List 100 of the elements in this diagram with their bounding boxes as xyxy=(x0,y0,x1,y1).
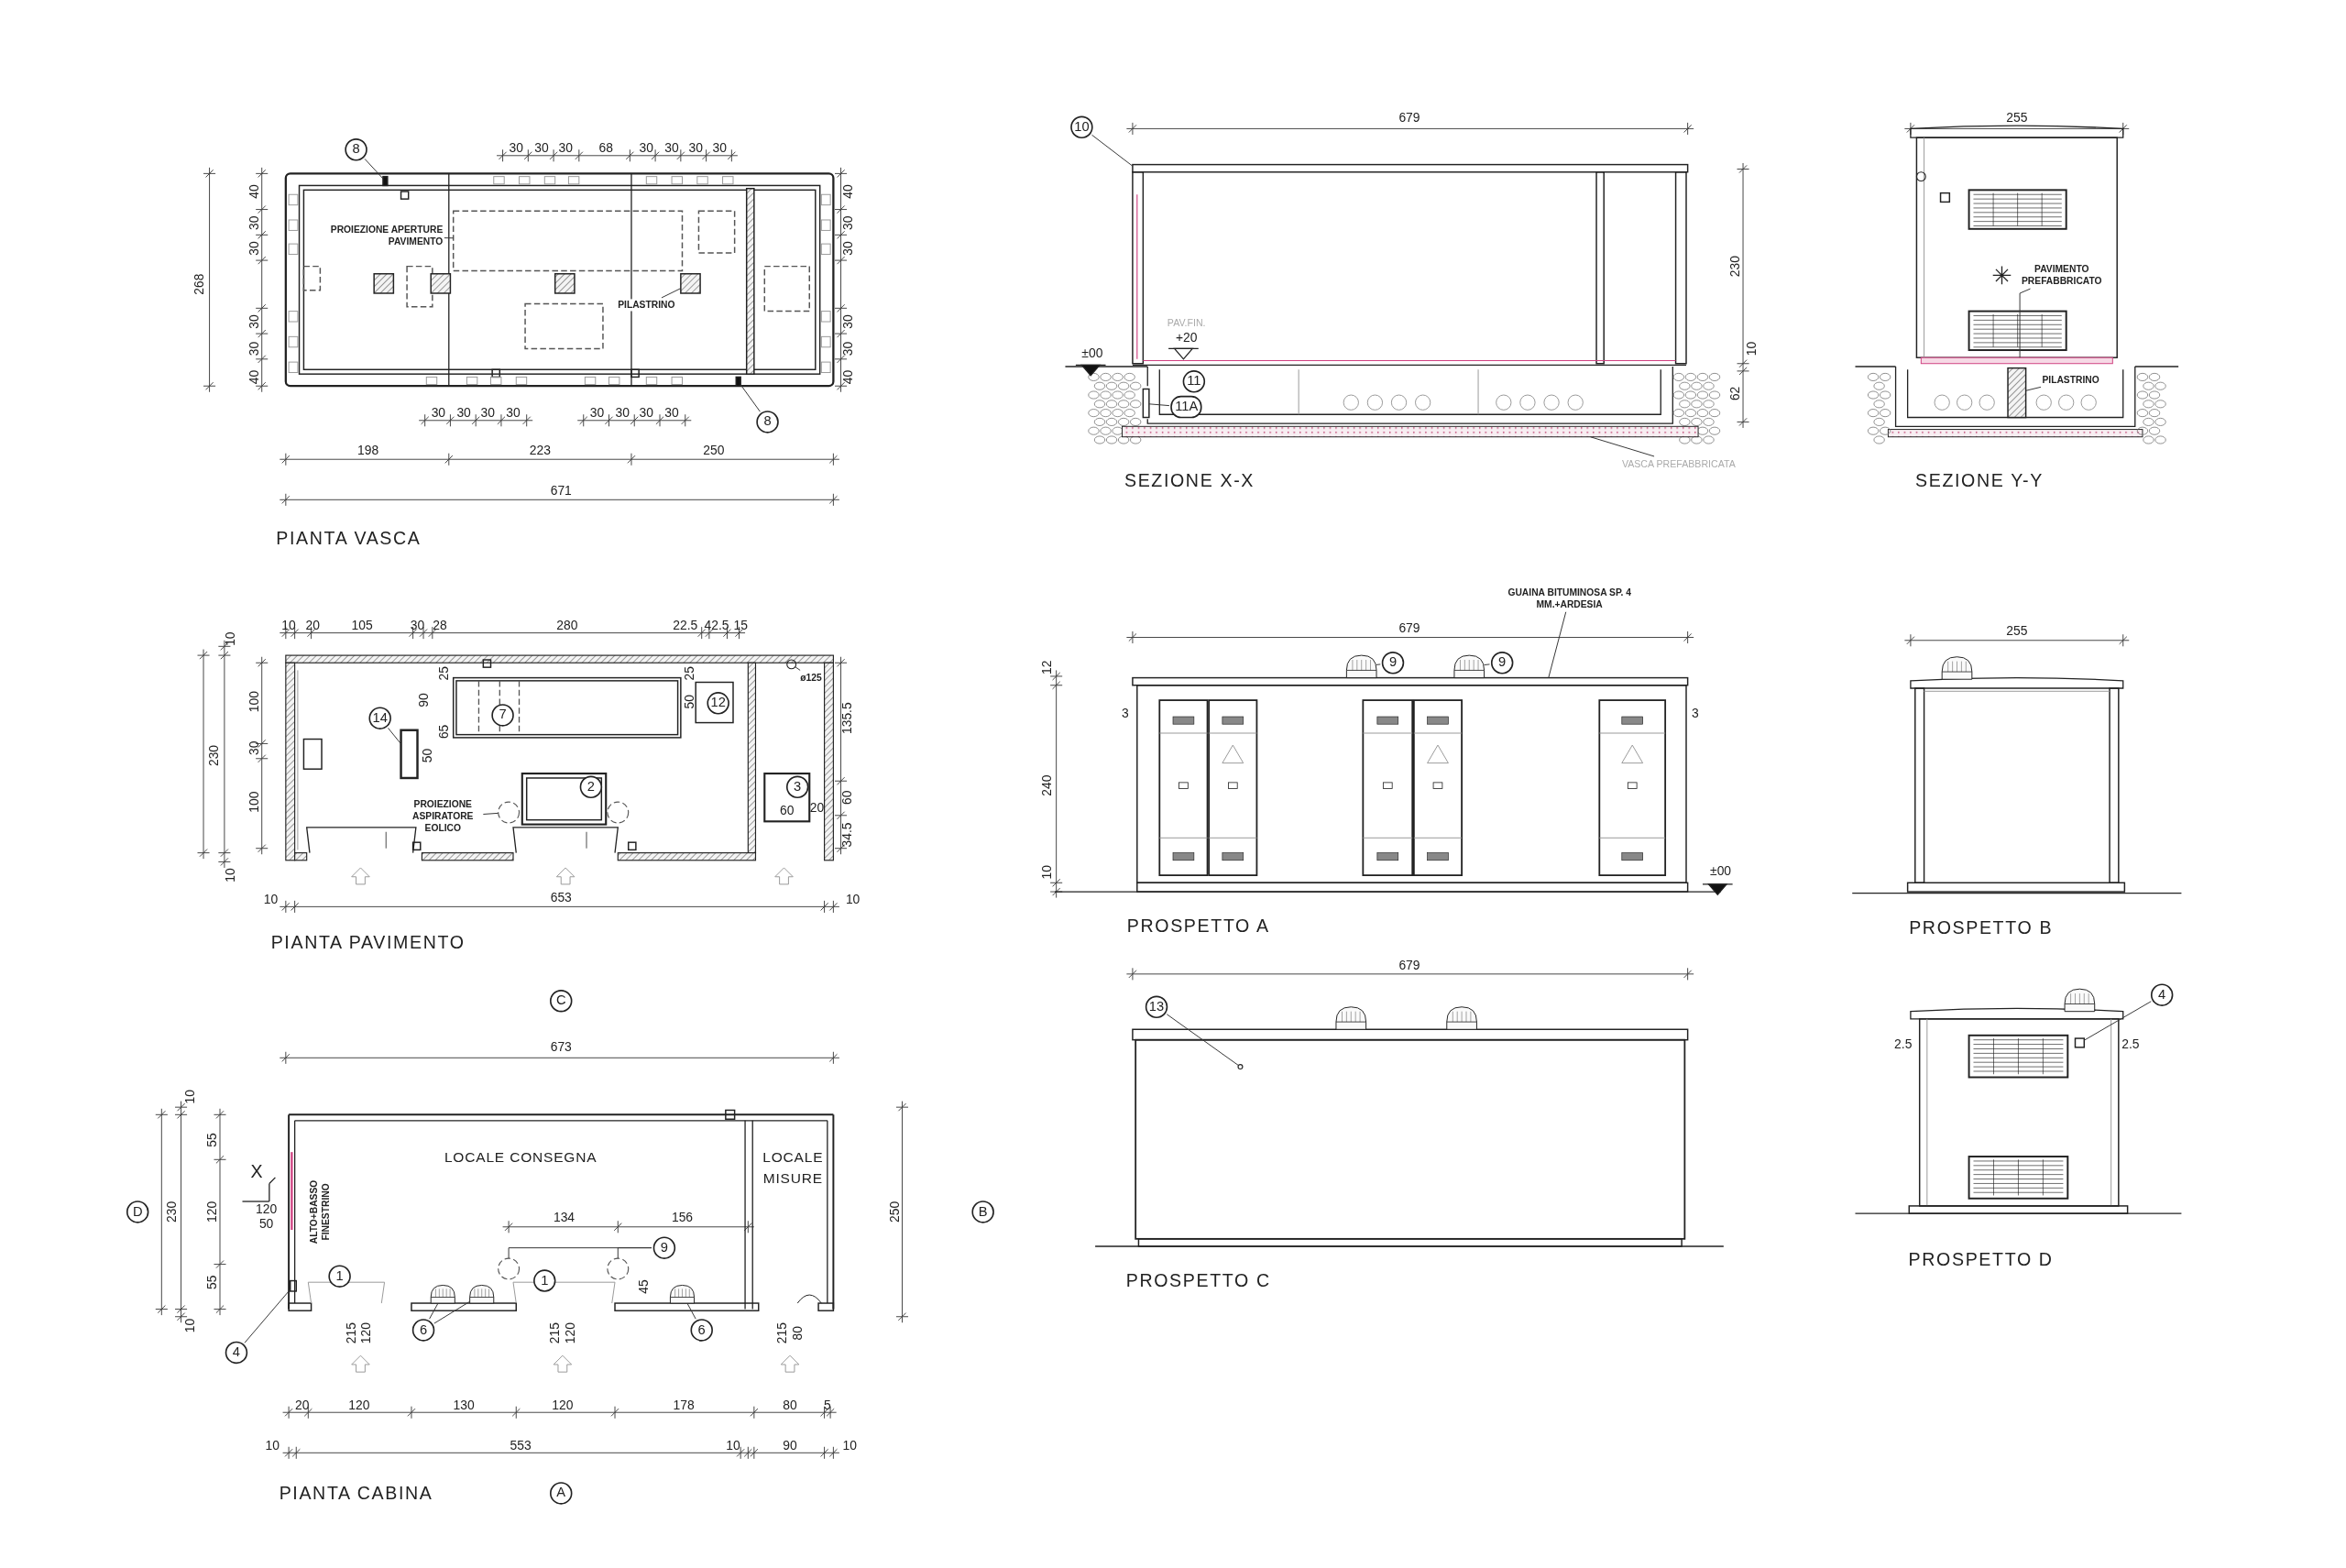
fan-outline xyxy=(607,1257,630,1280)
dimension-label: 198 xyxy=(357,444,379,457)
dimension-label: 679 xyxy=(1398,621,1420,635)
dimension-label: 100 xyxy=(247,791,261,813)
dimension-label: 40 xyxy=(247,369,261,385)
dimension-label: 30 xyxy=(841,314,855,329)
dimension-label: 673 xyxy=(550,1040,572,1054)
dimension-label: 230 xyxy=(207,744,221,767)
dimension-label: 25 xyxy=(683,665,696,681)
leader-line xyxy=(2019,288,2031,358)
leader-line xyxy=(795,666,801,671)
dimension-label: 30 xyxy=(639,406,654,420)
dimension-label: 10 xyxy=(842,1439,858,1453)
dimension-label: 215 xyxy=(345,1322,358,1344)
view-title: PIANTA PAVIMENTO xyxy=(270,933,466,952)
bracket xyxy=(400,729,419,780)
dimension-label: 10 xyxy=(281,619,296,632)
dimension-label: 40 xyxy=(841,369,855,385)
leader-line xyxy=(2083,1001,2152,1041)
callout-number: 9 xyxy=(1490,652,1514,674)
dimension-label: 120 xyxy=(564,1322,576,1344)
view-title: PROSPETTO C xyxy=(1125,1271,1271,1290)
callout-number: 2 xyxy=(579,775,603,798)
roof-vent-icon xyxy=(430,1284,455,1304)
note-text: PROIEZIONE APERTURE PAVIMENTO xyxy=(323,224,444,249)
view-title: PROSPETTO D xyxy=(1908,1250,2054,1269)
dimension-label: 45 xyxy=(637,1279,650,1294)
dimension-label: 55 xyxy=(205,1275,219,1289)
leader-line xyxy=(482,812,499,815)
callout-number: C xyxy=(550,990,573,1013)
dimension-label: 3 xyxy=(1691,707,1699,720)
dimension-label: 120 xyxy=(348,1398,370,1411)
dimension-label: 42.5 xyxy=(704,619,729,632)
dimension-label: 28 xyxy=(433,619,447,632)
dimension-label: 40 xyxy=(841,184,855,199)
dimension-label: 30 xyxy=(664,406,679,420)
dimension-label: 10 xyxy=(183,1090,197,1104)
dimension-label: +20 xyxy=(1175,332,1198,345)
dimension-label: 671 xyxy=(550,484,572,498)
dimension-label: 223 xyxy=(529,444,551,457)
view-title: PIANTA CABINA xyxy=(279,1484,433,1503)
dimension-label: 30 xyxy=(247,215,261,230)
callout-number: 13 xyxy=(1145,995,1168,1018)
foundation-slab xyxy=(1122,425,1699,438)
dimension-label: 40 xyxy=(247,184,261,199)
leader-line xyxy=(1091,134,1134,167)
callout-number: 11A xyxy=(1170,395,1203,419)
fixing-point xyxy=(1237,1064,1244,1070)
dimension-label: 30 xyxy=(664,141,679,155)
leader-line xyxy=(244,1288,291,1343)
dimension-label: 215 xyxy=(548,1322,562,1344)
note-text: PILASTRINO xyxy=(618,299,675,312)
dimension-label: 100 xyxy=(247,691,261,713)
dimension-label: 215 xyxy=(775,1322,789,1344)
dimension-label: 30 xyxy=(534,141,549,155)
dimension-label: 30 xyxy=(589,406,605,420)
dimension-label: 553 xyxy=(510,1439,532,1453)
dimension-label: 120 xyxy=(205,1201,219,1223)
roof-vent-icon xyxy=(1453,654,1485,679)
dimension-label: 10 xyxy=(1040,865,1054,880)
dimension-label: 30 xyxy=(456,406,471,420)
dimension-label: 30 xyxy=(841,215,855,230)
dimension-label: 2.5 xyxy=(1894,1037,1913,1051)
dimension-label: 653 xyxy=(550,891,572,905)
leader-line xyxy=(429,1302,439,1320)
roof-slab xyxy=(1132,676,1689,686)
dimension-label: 50 xyxy=(258,1217,274,1231)
pillar xyxy=(680,273,701,294)
dimension-label: 30 xyxy=(247,341,261,356)
note-text: PROIEZIONE ASPIRATORE EOLICO xyxy=(403,798,482,836)
callout-number: 8 xyxy=(756,411,779,433)
dimension-label: 679 xyxy=(1398,959,1420,971)
view-title: PIANTA VASCA xyxy=(276,529,422,548)
callout-number: 11 xyxy=(1182,370,1206,393)
dimension-label: ±00 xyxy=(1081,346,1103,360)
fan-outline xyxy=(498,1257,521,1280)
dimension-label: ±00 xyxy=(1710,864,1732,878)
leader-line xyxy=(740,384,761,412)
window-frame xyxy=(290,1279,297,1292)
dimension-label: 30 xyxy=(615,406,630,420)
dimension-label: 90 xyxy=(417,693,430,707)
note-text: VASCA PREFABBRICATA xyxy=(1596,457,1761,470)
roof-vent-icon xyxy=(1345,654,1377,679)
dimension-label: 10 xyxy=(224,868,237,883)
dimension-label: 130 xyxy=(453,1398,475,1411)
note-text: PAV.FIN. xyxy=(1167,317,1206,329)
room-label: LOCALE MISURE xyxy=(762,1147,825,1189)
dimension-label: 62 xyxy=(1728,386,1742,401)
callout-number: 6 xyxy=(690,1319,713,1342)
view-title: SEZIONE X-X xyxy=(1124,471,1255,489)
dimension-label: 22.5 xyxy=(673,619,698,632)
dimension-label: 156 xyxy=(671,1212,694,1224)
callout-number: B xyxy=(971,1201,994,1223)
wall-marker xyxy=(735,376,741,387)
dimension-label: 10 xyxy=(263,893,279,906)
leader-line xyxy=(1148,403,1170,407)
leader-line xyxy=(686,1302,696,1320)
leader-line xyxy=(364,158,384,180)
dimension-label: 30 xyxy=(506,406,521,420)
dimension-label: 120 xyxy=(360,1322,373,1344)
